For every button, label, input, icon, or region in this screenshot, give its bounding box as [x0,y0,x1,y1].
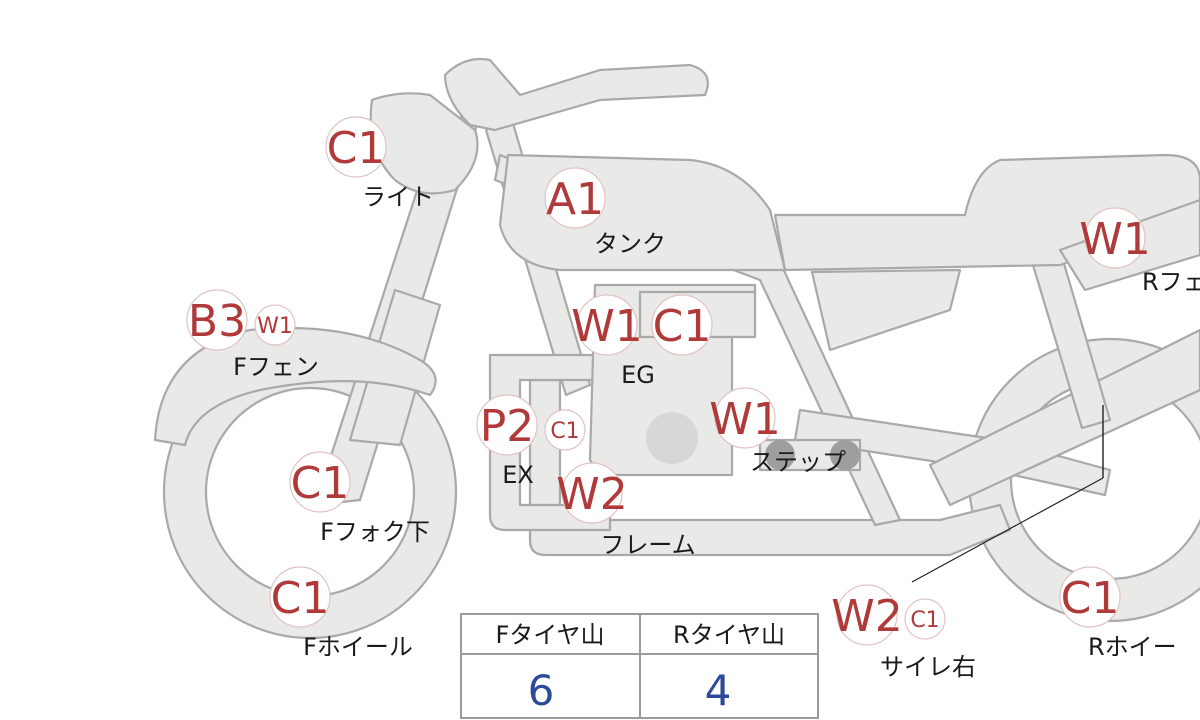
exhaust-subcode: C1 [550,419,579,444]
side-cover [810,268,962,352]
r-tire-header: Rタイヤ山 [673,621,785,649]
silencer-code: W2 [831,591,903,642]
footstep [758,438,862,472]
f-tire-value: 6 [528,666,555,715]
f-wheel-label: Fホイール [303,633,413,661]
f-fender-code: B3 [188,296,246,347]
frame-label: フレーム [600,531,695,559]
r-tire-value: 4 [705,666,732,715]
callout-f-fender: B3 W1 Fフェン [186,289,319,381]
callout-tank: A1 タンク [544,167,666,258]
leader-lines [911,405,1104,583]
tank-label: タンク [594,230,666,258]
callout-r-wheel: C1 Rホイー [1059,566,1177,661]
callout-silencer: W2 C1 サイレ右 [831,584,976,681]
engine-code-2: C1 [653,301,712,352]
callout-step: W1 ステップ [709,387,846,476]
f-tire-header: Fタイヤ山 [495,621,604,649]
callout-engine: W1 C1 EG [571,294,713,389]
frame-code: W2 [556,469,628,520]
r-wheel-label: Rホイー [1088,633,1177,661]
r-wheel-code: C1 [1061,573,1120,624]
light-label: ライト [362,183,434,211]
callout-frame: W2 フレーム [556,462,696,559]
callout-r-fender: W1 Rフェ [1079,207,1200,296]
frame-lower-rail [528,378,1012,557]
f-fender-subcode: W1 [257,314,293,339]
tire-tread-table: Fタイヤ山 Rタイヤ山 6 4 [460,613,819,719]
step-label: ステップ [750,448,846,476]
silencer-label: サイレ右 [880,653,976,681]
fork-lower-label: Fフォク下 [320,518,430,546]
silencer-subcode: C1 [910,608,939,633]
r-fender-label: Rフェ [1142,268,1200,296]
fork-lower-code: C1 [291,458,350,509]
callout-f-wheel: C1 Fホイール [269,566,413,661]
exhaust-label: EX [502,461,534,489]
callout-fork-lower: C1 Fフォク下 [289,451,430,546]
engine-label: EG [621,361,655,389]
step-code: W1 [709,394,781,445]
callout-exhaust: P2 C1 EX [476,394,586,489]
exhaust-code: P2 [480,401,535,452]
light-code: C1 [327,123,386,174]
r-fender-code: W1 [1079,214,1151,265]
tank-code: A1 [546,174,604,225]
callout-light: C1 ライト [325,116,434,211]
silencer-body [928,328,1200,507]
engine-code: W1 [571,301,643,352]
f-wheel-code: C1 [271,573,330,624]
handlebar [443,57,709,132]
f-fender-label: Fフェン [233,353,319,381]
